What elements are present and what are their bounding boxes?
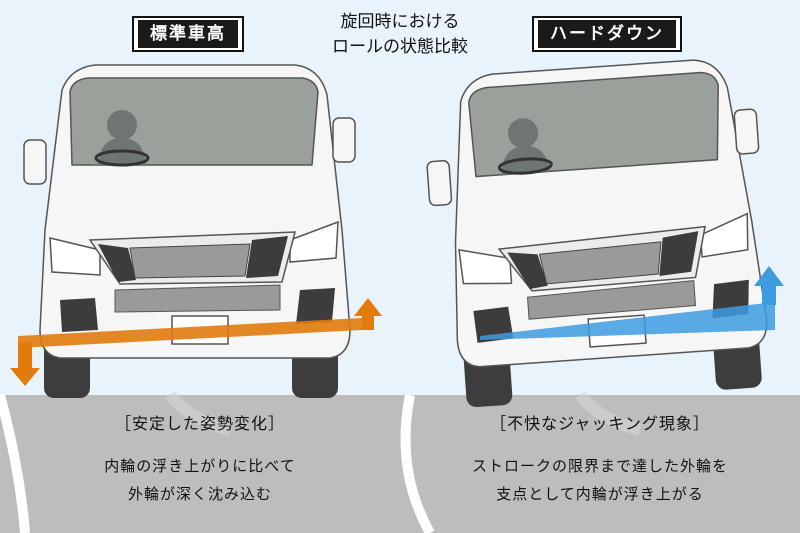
caption-harddown-body: ストロークの限界まで達した外輪を 支点として内輪が浮き上がる	[440, 452, 760, 508]
label-harddown: ハードダウン	[538, 20, 676, 48]
caption-harddown-line-1: ストロークの限界まで達した外輪を	[471, 457, 728, 475]
roll-arrow-orange	[10, 298, 382, 386]
caption-standard-line-1: 内輪の浮き上がりに比べて	[104, 457, 296, 475]
van-standard	[10, 64, 382, 398]
caption-harddown-head: ［不快なジャッキング現象］	[490, 414, 710, 433]
road	[0, 391, 800, 533]
caption-harddown-line-2: 支点として内輪が浮き上がる	[496, 485, 704, 503]
caption-standard-head: ［安定した姿勢変化］	[114, 414, 285, 433]
mirror-left	[23, 139, 47, 185]
mirror-right	[733, 108, 760, 155]
van-harddown	[426, 59, 768, 408]
caption-standard-body: 内輪の浮き上がりに比べて 外輪が深く沈み込む	[70, 452, 330, 508]
mirror-right	[332, 117, 356, 163]
title-line-1: 旋回時における	[340, 12, 460, 32]
label-standard-box: 標準車高	[132, 16, 244, 52]
title-line-2: ロールの状態比較	[332, 37, 468, 57]
mirror-left	[426, 160, 453, 207]
diagram-title: 旋回時における ロールの状態比較	[310, 10, 490, 60]
label-standard: 標準車高	[138, 20, 238, 48]
label-harddown-box: ハードダウン	[532, 16, 682, 52]
driver-silhouette	[94, 110, 150, 167]
roll-arrow-blue	[480, 266, 784, 340]
caption-standard-line-2: 外輪が深く沈み込む	[127, 485, 272, 503]
driver-silhouette	[497, 118, 553, 175]
